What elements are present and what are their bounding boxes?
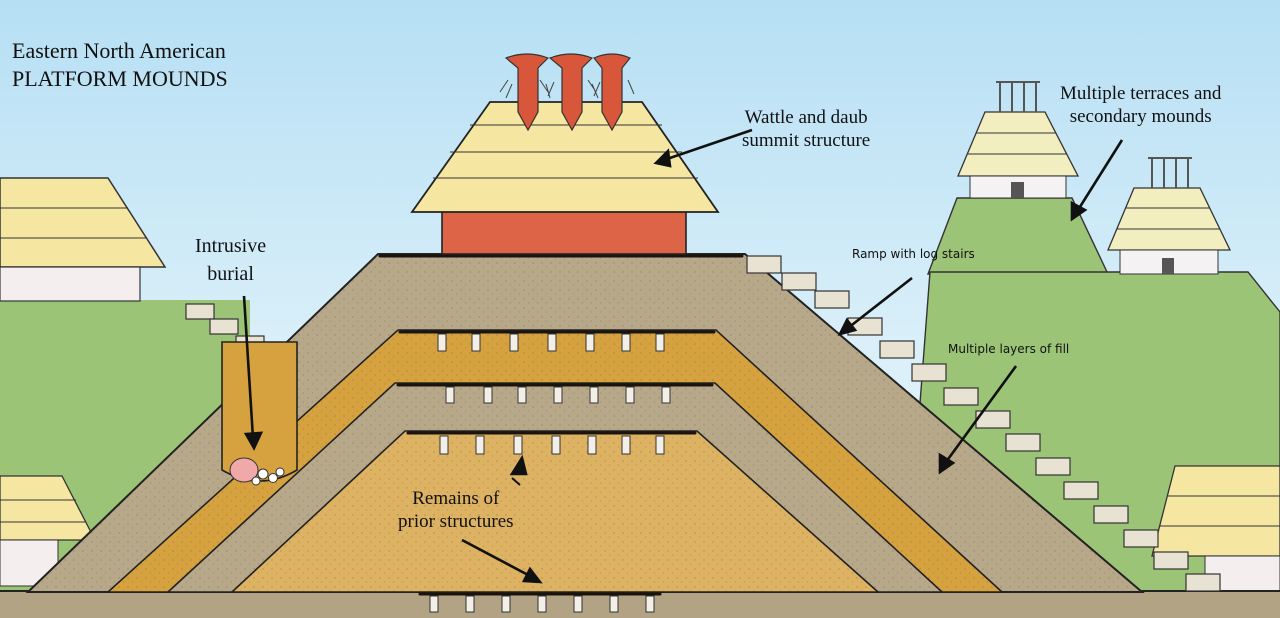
- terraces-line-1: Multiple terraces and: [1060, 83, 1222, 104]
- intrusive-line-2: burial: [207, 263, 254, 285]
- label-ramp-with-log-stairs: Ramp with log stairs: [852, 247, 975, 261]
- buried-posts: [429, 333, 671, 613]
- diagram-title: Eastern North American PLATFORM MOUNDS: [12, 37, 228, 93]
- terraces-line-2: secondary mounds: [1069, 106, 1212, 127]
- right-lower-roof: [1151, 465, 1280, 557]
- annotation-arrows: [242, 128, 1124, 584]
- burial-remains: [229, 457, 285, 486]
- intrusive-burial-pit: [221, 341, 298, 482]
- log-stairs: [746, 255, 1221, 592]
- secondary-house-roof: [1107, 187, 1232, 251]
- intrusive-line-1: Intrusive: [195, 235, 267, 257]
- remains-line-2: prior structures: [398, 511, 514, 532]
- secondary-house-door: [1162, 258, 1174, 274]
- label-wattle-and-daub: Wattle and daub summit structure: [742, 106, 870, 152]
- secondary-house-ornaments: [1148, 157, 1192, 188]
- title-line-2: PLATFORM MOUNDS: [12, 66, 228, 91]
- label-remains-of-prior-structures: Remains of prior structures: [398, 487, 514, 533]
- remains-line-1: Remains of: [412, 488, 500, 509]
- wattle-line-2: summit structure: [742, 130, 871, 151]
- left-house-wall: [0, 266, 141, 302]
- summit-structure-roof: [410, 101, 720, 213]
- label-intrusive-burial: Intrusive burial: [195, 232, 266, 288]
- left-house-roof: [0, 177, 167, 268]
- terrace-house-ornaments: [996, 81, 1040, 112]
- wattle-line-1: Wattle and daub: [744, 107, 868, 128]
- label-multiple-terraces: Multiple terraces and secondary mounds: [1060, 82, 1221, 128]
- roof-ornaments: [504, 53, 631, 132]
- roof-bristles: [499, 79, 635, 99]
- summit-structure-wall: [441, 209, 687, 255]
- title-line-1: Eastern North American: [12, 38, 226, 63]
- burnt-floor-lines: [378, 254, 744, 596]
- mound-core-texture: [232, 431, 878, 592]
- terrace-house-door: [1011, 182, 1024, 198]
- label-multiple-layers-of-fill: Multiple layers of fill: [948, 342, 1070, 356]
